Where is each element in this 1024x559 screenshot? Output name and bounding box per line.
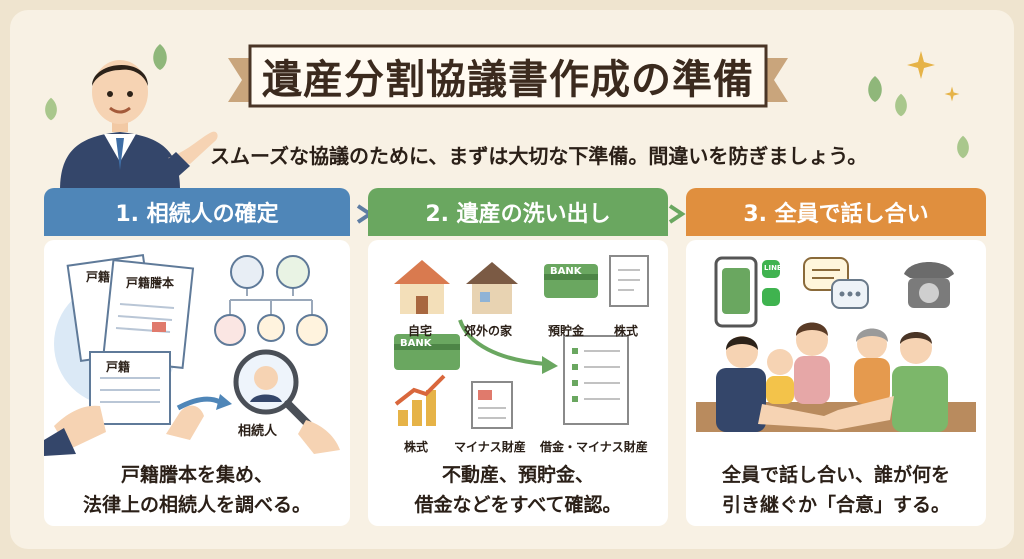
sparkle-icon xyxy=(907,51,935,79)
leaf-icon xyxy=(45,97,57,121)
doc-label-koseki-1: 戸籍 xyxy=(86,270,111,284)
step-2-description-line-2: 借金などをすべて確認。 xyxy=(414,494,622,516)
bank-card-text: BANK xyxy=(550,266,582,277)
asset-label-suburb-house: 郊外の家 xyxy=(464,324,513,338)
step-1-illustration xyxy=(44,254,340,456)
step-1-description: 戸籍謄本を集め、 法律上の相続人を調べる。 xyxy=(44,460,350,520)
asset-label-deposit: 預貯金 xyxy=(548,324,585,338)
title-banner: 遺産分割協議書作成の準備 xyxy=(228,40,788,112)
asset-label-stock-top: 株式 xyxy=(614,324,639,338)
subtitle: スムーズな協議のために、まずは大切な下準備。間違いを防ぎましょう。 xyxy=(210,144,868,168)
asset-label-home: 自宅 xyxy=(408,324,433,338)
step-2-description-line-1: 不動産、預貯金、 xyxy=(441,464,594,486)
leaf-icon xyxy=(895,93,907,117)
step-1-description-line-2: 法律上の相続人を調べる。 xyxy=(82,494,311,516)
step-2-illustration xyxy=(394,255,649,429)
leaf-icon xyxy=(957,135,969,159)
step-3-header: 3. 全員で話し合い xyxy=(686,188,986,236)
step-3-description-line-2: 引き継ぐか「合意」する。 xyxy=(721,494,950,516)
leaf-icon xyxy=(868,76,882,102)
leaf-icon xyxy=(153,44,167,70)
step-arrow-icon xyxy=(668,204,686,224)
asset-label-stock-bottom: 株式 xyxy=(404,440,429,454)
asset-label-negative: マイナス財産 xyxy=(454,440,526,454)
step-2-description: 不動産、預貯金、 借金などをすべて確認。 xyxy=(368,460,668,520)
step-1-description-line-1: 戸籍謄本を集め、 xyxy=(120,464,273,486)
step-3-illustration xyxy=(696,256,976,432)
line-badge: LINE xyxy=(764,264,782,272)
presenter-illustration xyxy=(60,60,218,190)
step-1-header: 1. 相続人の確定 xyxy=(44,188,350,236)
heir-label: 相続人 xyxy=(238,424,278,439)
step-2-header: 2. 遺産の洗い出し xyxy=(368,188,668,236)
step-3-description-line-1: 全員で話し合い、誰が何を xyxy=(721,464,950,486)
page-title: 遺産分割協議書作成の準備 xyxy=(262,57,754,103)
doc-label-koseki-tohon: 戸籍謄本 xyxy=(126,276,175,290)
bank-card-text: BANK xyxy=(400,338,432,349)
step-3-description: 全員で話し合い、誰が何を 引き継ぐか「合意」する。 xyxy=(686,460,986,520)
asset-label-debt: 借金・マイナス財産 xyxy=(540,440,648,454)
doc-label-koseki-2: 戸籍 xyxy=(106,360,131,374)
sparkle-icon xyxy=(944,86,960,102)
